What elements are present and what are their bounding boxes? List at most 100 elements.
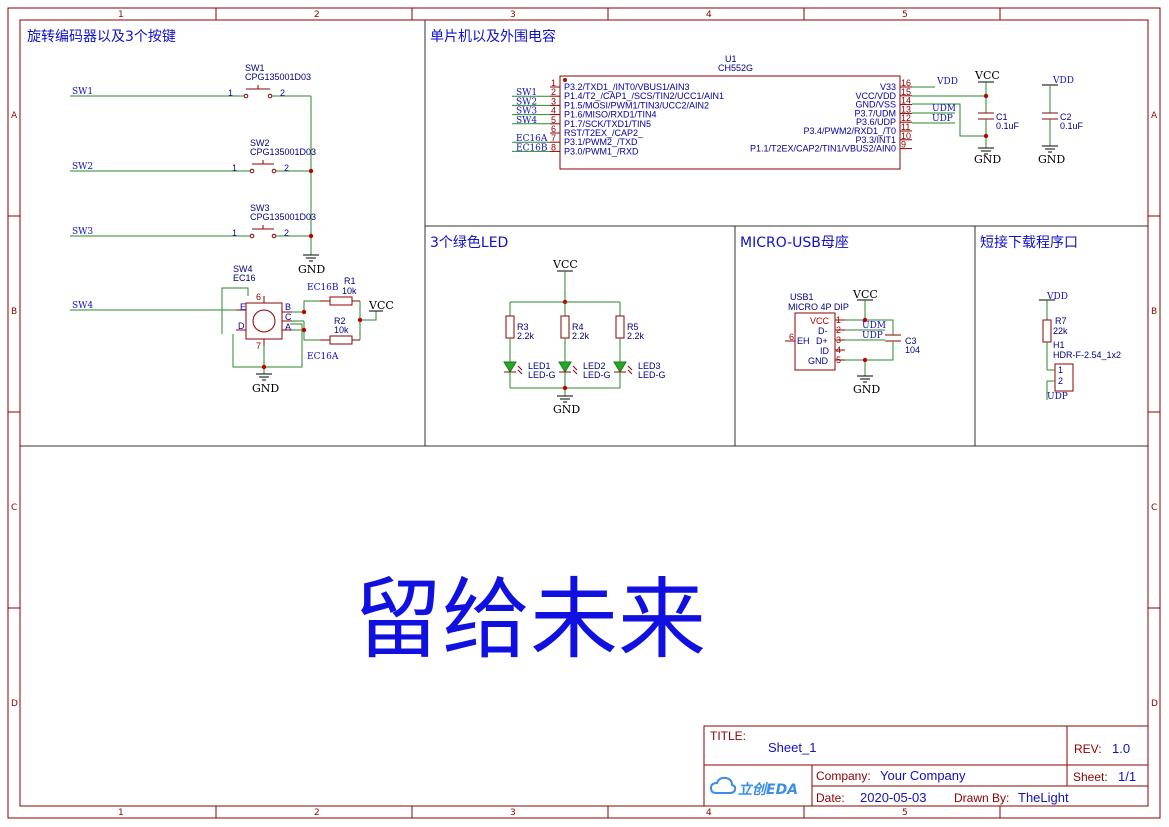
usb1-part: MICRO 4P DIP: [788, 302, 849, 312]
resistor-r2[interactable]: [320, 335, 360, 345]
mcu-pin-name-11: P3.4/PWM2/RXD1_/T0: [803, 126, 896, 136]
ruler-row-d: D: [11, 699, 18, 709]
sheet-frame: 1 2 3 4 5 1 2 3 4 5 A B C D A B C D: [7, 7, 1161, 819]
usb-pin-eh: EH: [797, 336, 810, 346]
net-udm-u1: UDM: [932, 104, 956, 114]
mcu-pin-num-8: 8: [551, 142, 556, 152]
usb-pin-gnd: GND: [808, 356, 829, 366]
sw4-pin-c: C: [285, 312, 292, 322]
gnd-symbol-mcu1: [978, 147, 994, 155]
led-value-1: LED-G: [528, 370, 556, 380]
sw3-pin2: 2: [284, 228, 289, 238]
ruler-col-1: 1: [118, 10, 124, 20]
resistor-r7[interactable]: [1042, 319, 1052, 343]
sw2-part: CPG135001D03: [250, 147, 316, 157]
mcu-pin-num-2: 2: [551, 87, 556, 97]
gnd-symbol-led: [557, 395, 573, 403]
c2-designator: C2: [1060, 112, 1072, 122]
sheet-value: 1/1: [1118, 769, 1136, 784]
section-title-prog: 短接下载程序口: [980, 234, 1078, 251]
mcu-pin-num-6: 6: [551, 124, 556, 134]
mcu-net-label-2: SW1: [516, 88, 537, 98]
switch-sw3[interactable]: [249, 225, 277, 239]
resistor-r5[interactable]: [615, 315, 625, 339]
sw4-pin-6: 6: [256, 292, 261, 302]
sw3-designator: SW3: [250, 203, 270, 213]
r7-designator: R7: [1055, 316, 1067, 326]
sw4-designator: SW4: [233, 264, 253, 274]
gnd-label-usb: GND: [853, 383, 880, 396]
mcu-pin-num-9: 9: [901, 140, 906, 150]
lceda-logo-text: 立创EDA: [738, 781, 798, 798]
mcu-pin-name-8: P3.0/PWM1_/RXD: [564, 146, 639, 156]
net-udm-usb: UDM: [862, 321, 886, 331]
h1-pin2: 2: [1058, 376, 1063, 386]
section-title-encoder: 旋转编码器以及3个按键: [27, 29, 176, 45]
mcu-pin-name-5: P1.7/SCK/TXD1/TIN5: [564, 119, 651, 129]
led-value-2: LED-G: [583, 370, 611, 380]
sw4-part: EC16: [233, 273, 256, 283]
section-dividers: [20, 20, 1148, 447]
mcu-pin-name-13: P3.7/UDM: [854, 108, 896, 118]
led-res-value-3: 2.2k: [627, 331, 645, 341]
led-1[interactable]: [503, 361, 517, 373]
mcu-pin-name-7: P3.1/PWM2_/TXD: [564, 137, 638, 147]
led-value-3: LED-G: [638, 370, 666, 380]
mcu-pin-num-15: 15: [901, 87, 911, 97]
title-value: Sheet_1: [768, 740, 816, 755]
mcu-pin-name-3: P1.5/MOSI/PWM1/TIN3/UCC2/AIN2: [564, 100, 709, 110]
mcu-pin-num-11: 11: [901, 122, 910, 132]
resistor-r4[interactable]: [560, 315, 570, 339]
h1-part: HDR-F-2.54_1x2: [1053, 350, 1121, 360]
ruler-col-5: 5: [902, 10, 908, 20]
vcc-label-led: VCC: [552, 258, 578, 271]
vcc-label-mcu: VCC: [974, 69, 1000, 82]
capacitor-c3[interactable]: [885, 334, 901, 342]
ruler-row-a: A: [11, 111, 18, 121]
title-block: TITLE: Sheet_1 REV: 1.0 Company: Your Co…: [703, 725, 1149, 807]
sw1-pin2: 2: [280, 88, 285, 98]
ruler-col-1-bottom: 1: [118, 808, 124, 818]
mcu-pin-num-12: 12: [901, 113, 911, 123]
ruler-col-3-bottom: 3: [510, 808, 516, 818]
led-res-designator-2: R4: [572, 322, 584, 332]
gnd-label-mcu1: GND: [974, 153, 1001, 166]
vcc-label-encoder: VCC: [368, 299, 394, 312]
led-3[interactable]: [613, 361, 627, 373]
company-value: Your Company: [880, 768, 966, 783]
mcu-net-label-3: SW2: [516, 97, 537, 107]
mcu-pin-num-7: 7: [551, 133, 556, 143]
capacitor-c1[interactable]: [978, 112, 994, 120]
sw4-pin-b: B: [285, 302, 291, 312]
ruler-col-2: 2: [314, 10, 320, 20]
ruler-row-b-right: B: [1151, 307, 1157, 317]
sw4-pin-a: A: [285, 322, 291, 332]
sheet-label: Sheet:: [1073, 770, 1108, 784]
mcu-pin-num-4: 4: [551, 106, 556, 116]
header-h1[interactable]: [1054, 363, 1074, 392]
mcu-pin-num-5: 5: [551, 115, 556, 125]
encoder-ec16[interactable]: [236, 296, 292, 346]
capacitor-c2[interactable]: [1042, 112, 1058, 120]
mcu-pin-num-13: 13: [901, 104, 911, 114]
mcu-pin-name-15: VCC/VDD: [855, 91, 896, 101]
mcu-ch552g[interactable]: [559, 75, 901, 170]
led-designator-2: LED2: [583, 361, 606, 371]
switch-sw2[interactable]: [249, 160, 277, 174]
resistor-r3[interactable]: [505, 315, 515, 339]
resistor-r1[interactable]: [320, 296, 360, 306]
led-2[interactable]: [558, 361, 572, 373]
r2-value: 10k: [334, 325, 349, 335]
mcu-pin-num-14: 14: [901, 96, 911, 106]
sw3-pin1: 1: [232, 228, 237, 238]
c3-designator: C3: [905, 336, 917, 346]
main-text: 留给未来: [354, 568, 706, 671]
mcu-pin-num-10: 10: [901, 131, 911, 141]
ruler-row-d-right: D: [1151, 699, 1158, 709]
switch-sw1[interactable]: [243, 85, 273, 99]
sw1-part: CPG135001D03: [245, 72, 311, 82]
usb-connector[interactable]: [794, 312, 836, 371]
r1-value: 10k: [342, 286, 357, 296]
